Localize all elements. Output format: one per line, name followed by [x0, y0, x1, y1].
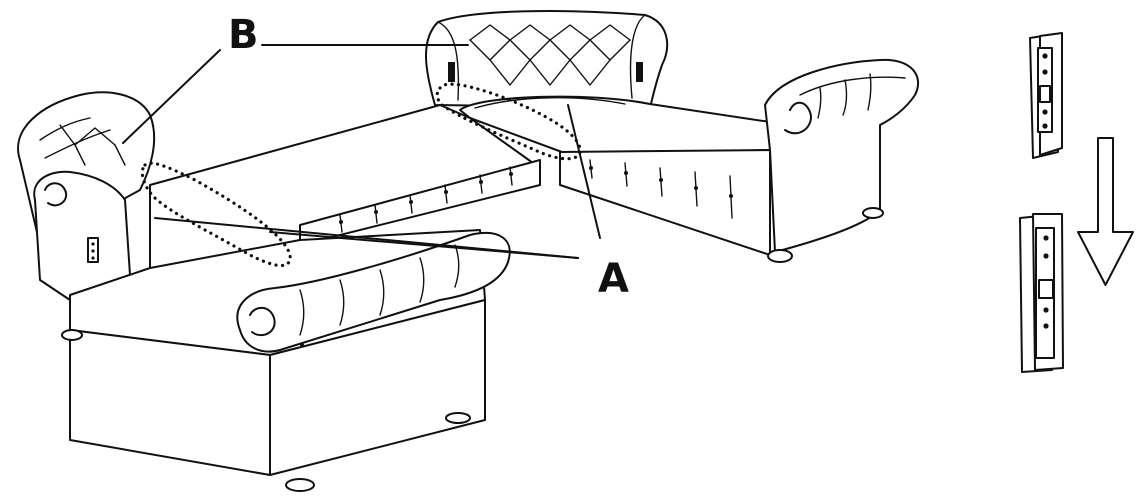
- leader-lines: [122, 44, 601, 259]
- down-arrow-icon: [1077, 137, 1134, 286]
- label-a: A: [598, 256, 629, 302]
- label-b: B: [228, 12, 259, 58]
- left-sofa: [17, 91, 541, 492]
- right-sofa: [425, 9, 920, 263]
- dotted-highlights: [140, 82, 582, 268]
- left-back-tufting: [39, 117, 126, 166]
- back-tufting: [469, 24, 631, 86]
- bracket-icon-upper: [1029, 32, 1063, 159]
- bracket-icon-lower: [1019, 213, 1064, 373]
